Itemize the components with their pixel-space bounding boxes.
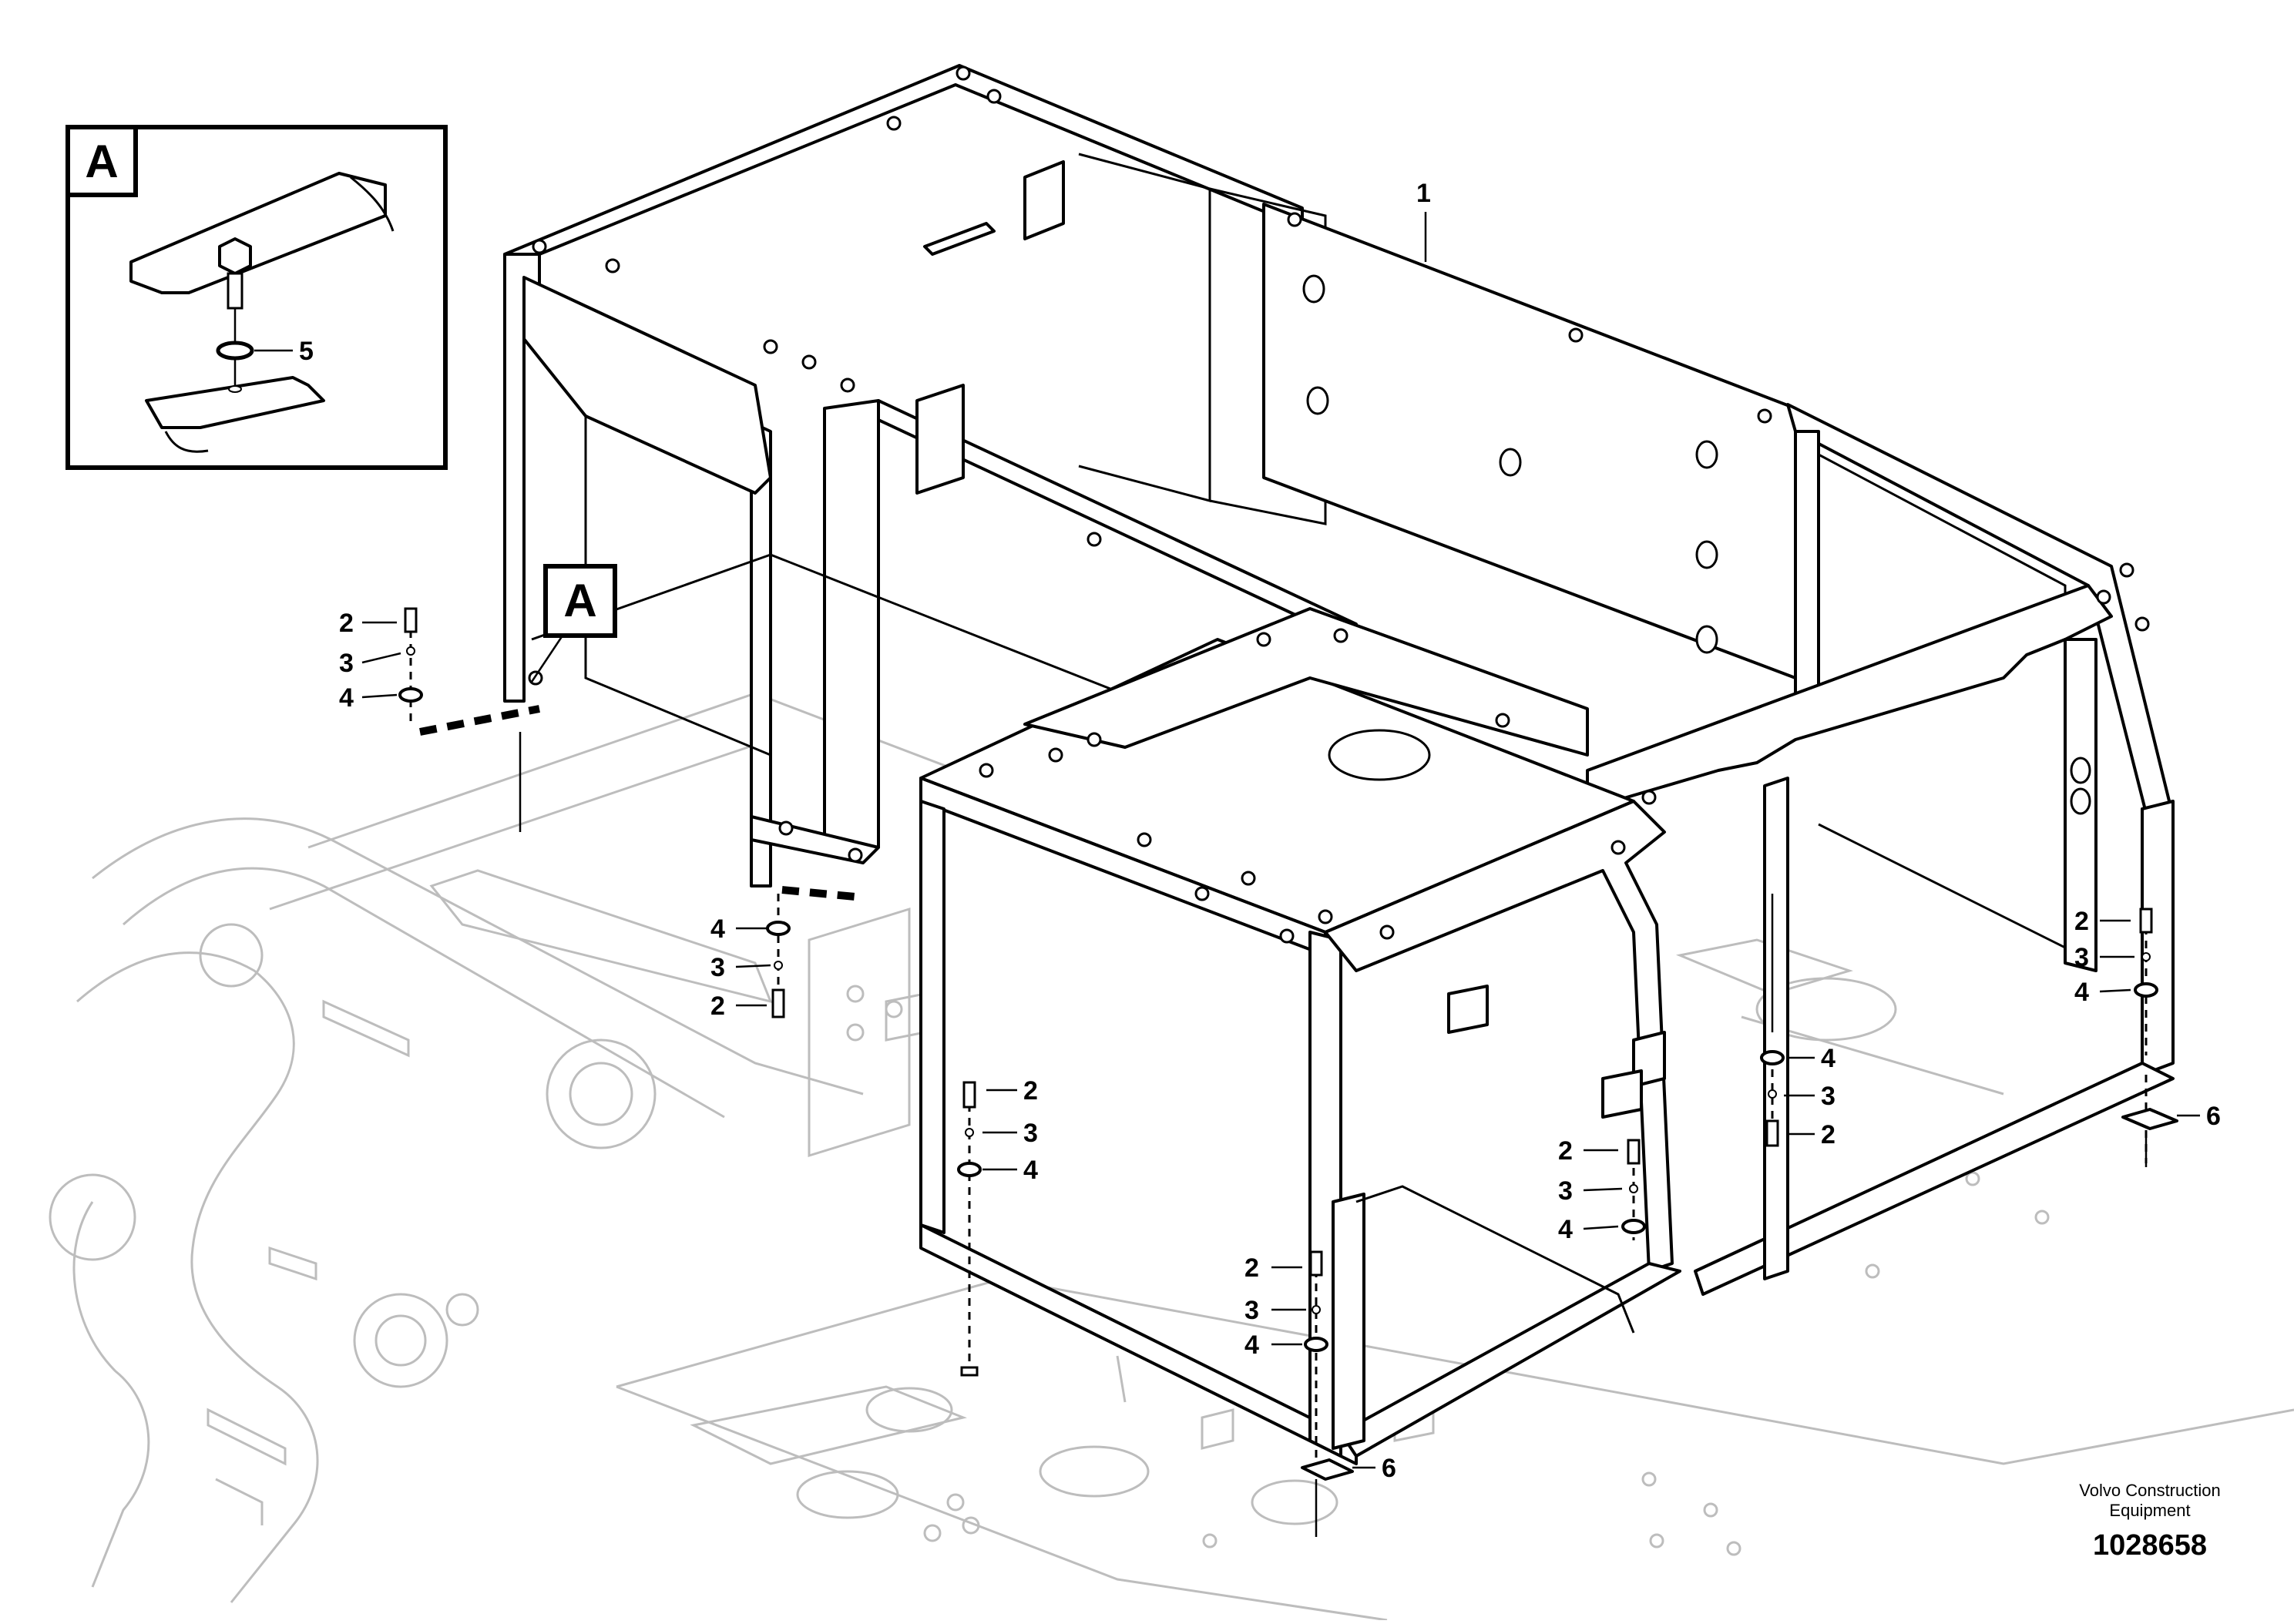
- callout-spring-washer: 3: [1023, 1119, 1038, 1148]
- fastener-stacks: 2 3 4 4 3 2 2 3 4 2 3 4: [339, 607, 2221, 1537]
- callout-bolt: 2: [1558, 1136, 1573, 1166]
- detail-label-box: [65, 125, 138, 197]
- section-marker-box: [543, 564, 617, 638]
- rear-frame: [503, 64, 2175, 1296]
- callout-spring-washer: 3: [710, 953, 725, 982]
- callout-bolt: 2: [2074, 907, 2089, 936]
- callout-shim: 6: [1382, 1454, 1396, 1483]
- detail-bolt-head: [218, 237, 252, 275]
- callout-spring-washer: 3: [339, 649, 354, 678]
- callout-spring-washer: 3: [1244, 1296, 1259, 1325]
- section-marker-label: A: [563, 575, 596, 626]
- callout-washer: 4: [710, 914, 725, 944]
- callout-washer: 4: [1821, 1044, 1836, 1073]
- manufacturer-name-line2: Equipment: [2109, 1501, 2190, 1520]
- detail-washer: [216, 341, 254, 361]
- callout-bolt: 2: [1821, 1120, 1836, 1149]
- callout-washer: 4: [1023, 1156, 1038, 1185]
- detail-label: A: [85, 136, 118, 187]
- callout-shim: 6: [2206, 1102, 2221, 1131]
- manufacturer-name: Volvo Construction: [2079, 1481, 2220, 1500]
- frame-bolts: [528, 65, 2150, 944]
- callout-bolt: 2: [710, 992, 725, 1021]
- callout-washer-detail: 5: [299, 337, 314, 366]
- callout-frame-group: 1: [1416, 179, 1431, 262]
- front-frame: [919, 607, 1681, 1465]
- title-block: Volvo Construction Equipment 1028658: [2079, 1481, 2220, 1562]
- callout-frame: 1: [1416, 179, 1431, 208]
- callout-bolt: 2: [339, 609, 354, 638]
- callout-washer: 4: [339, 683, 354, 713]
- callout-washer: 4: [2074, 978, 2089, 1007]
- callout-bolt: 2: [1023, 1076, 1038, 1106]
- callout-washer: 4: [1244, 1330, 1259, 1360]
- callout-spring-washer: 3: [1821, 1082, 1836, 1111]
- detail-plate: [145, 376, 325, 429]
- callout-washer: 4: [1558, 1215, 1573, 1244]
- drawing-number: 1028658: [2093, 1529, 2207, 1562]
- section-marker-a: A: [419, 564, 864, 901]
- detail-view-a: A 5: [65, 125, 448, 470]
- callout-spring-washer: 3: [1558, 1176, 1573, 1206]
- detail-bracket: [129, 172, 387, 294]
- detail-bolt-shank: [227, 272, 244, 310]
- callout-bolt: 2: [1244, 1253, 1259, 1283]
- callout-spring-washer: 3: [2074, 943, 2089, 972]
